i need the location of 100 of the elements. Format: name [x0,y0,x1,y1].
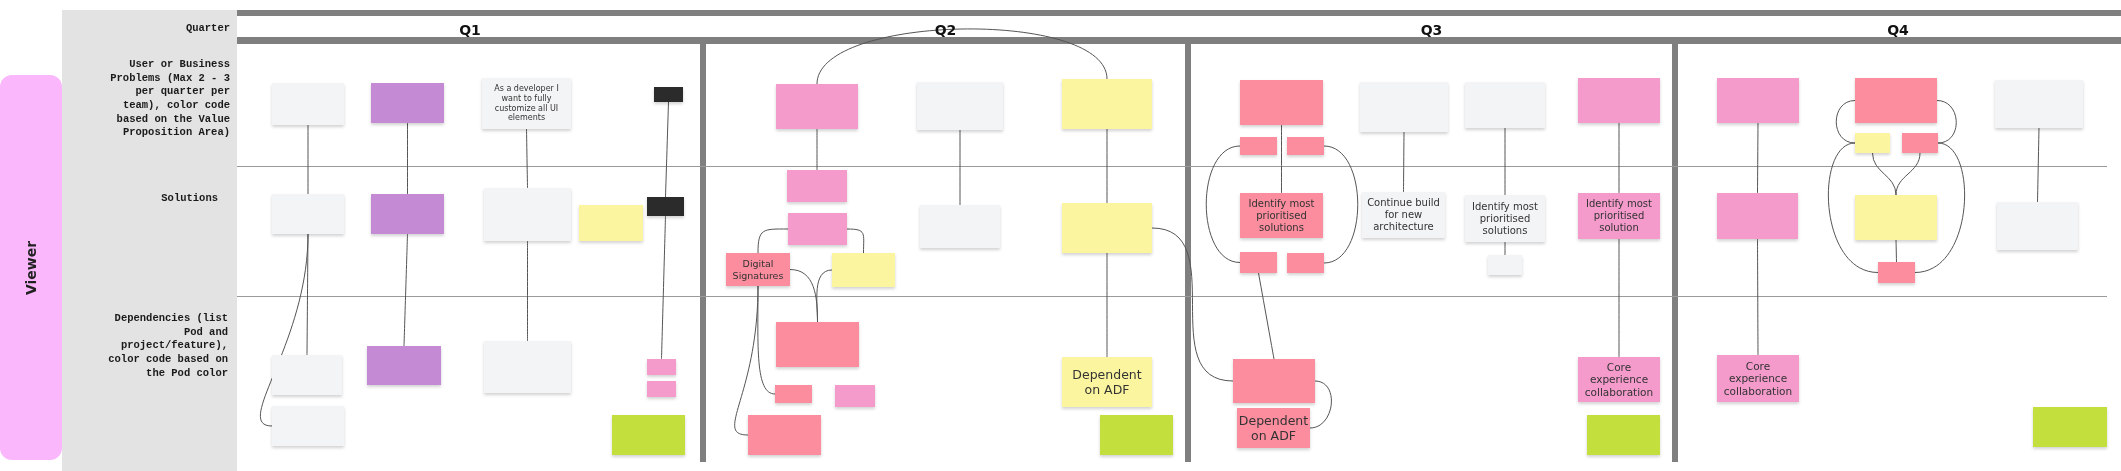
sticky-note [1587,415,1660,455]
sticky-note [835,385,875,407]
sticky-note [1240,193,1323,238]
connector-line [1827,142,1879,273]
connector-line [1618,122,1620,194]
sticky-note [920,205,1000,248]
sticky-note [1855,195,1937,240]
sticky-note [1062,79,1152,129]
sticky-note [647,359,676,375]
note-text: As a developer I want to fully customize all UI elements [493,84,560,123]
quarter-label: Q1 [459,22,481,38]
sticky-note [776,322,859,367]
connector-line [307,124,309,195]
sticky-note [917,82,1003,130]
swimlane-band [0,75,62,460]
sticky-note [482,78,571,129]
sticky-note [1578,193,1660,239]
sticky-note [647,197,684,216]
sticky-note [1855,78,1937,123]
connector-line [2037,127,2040,203]
sticky-note [787,170,847,202]
connector-line [1895,239,1897,263]
sticky-note [1100,415,1173,455]
sticky-note [647,381,676,397]
sticky-note [272,83,344,125]
sticky-note [1465,195,1545,242]
note-text: Core experience collaboration [1722,359,1794,398]
connector-line [526,128,528,189]
row-header-label: Solutions [160,192,218,206]
connector-line [1403,131,1405,193]
sticky-note [579,205,643,241]
row-header-label: Quarter [184,22,230,36]
connector-line [1309,380,1332,429]
sticky-note [776,84,858,129]
sticky-note [1240,137,1277,155]
sticky-note [1488,255,1522,275]
sticky-note [1997,202,2078,250]
row-header-label: Dependencies (list Pod and project/feature), color code based on the Pod color [107,312,228,381]
sticky-note [1287,137,1324,155]
sticky-note [775,385,812,403]
sticky-note [1855,133,1890,153]
swimlane-label: Viewer [23,240,39,295]
sticky-note [1717,193,1798,239]
connector-line [260,233,309,427]
connector-line [407,122,408,195]
connector-line [527,240,528,342]
sticky-note [1360,82,1448,132]
connector-line [1757,238,1759,356]
connector-line [846,228,865,254]
row-header-label: User or Business Problems (Max 2 - 3 per quarter per team), color code based on the Value Proposition Area) [109,58,230,140]
note-text: Identify most prioritised solutions [1247,197,1316,234]
sticky-note [484,341,571,393]
sticky-note [1240,80,1323,125]
sticky-note [272,355,342,395]
connector-line [665,101,669,198]
note-text: Continue build for new architecture [1366,197,1441,233]
connector-line [1106,252,1108,358]
sticky-note [1878,262,1915,283]
sticky-note [1465,82,1545,128]
sticky-note [788,213,847,245]
connector-line [1618,238,1620,358]
connector-line [1914,142,1966,273]
sticky-note [484,188,571,241]
note-text: Dependent on ADF [1071,367,1143,397]
sticky-note [1995,80,2083,128]
sticky-note [1240,252,1277,273]
connector-line [1504,241,1506,256]
connector-line [816,28,1108,85]
sticky-note [371,83,444,123]
connector-line [816,269,833,323]
sticky-note [367,346,441,385]
connector-line [1323,145,1359,264]
sticky-note [1578,78,1660,123]
note-text: Digital Signatures [731,258,785,281]
connector-line [1835,100,1856,144]
connector-line [1757,122,1759,194]
connector-line [403,233,408,347]
connector-line [1872,152,1897,196]
note-text: Identify most prioritised solution [1585,198,1653,234]
connector-line [757,228,789,254]
sticky-note [748,415,821,455]
sticky-note [1287,253,1324,273]
connector-line [1106,128,1108,204]
sticky-note [272,406,344,446]
sticky-note [1062,357,1152,407]
quarter-label: Q4 [1887,22,1909,38]
connector-line [1258,272,1275,360]
sticky-note [1062,203,1152,253]
connector-line [816,128,818,171]
connector-line [1936,100,1957,144]
quarter-label: Q3 [1420,22,1443,38]
sticky-note [612,415,685,455]
sticky-note [654,87,683,102]
connector-line [1151,227,1234,382]
connector-line [1281,124,1282,194]
sticky-note [1717,78,1799,123]
connector-line [734,285,759,436]
note-text: Core experience collaboration [1583,360,1655,399]
connector-line [1504,127,1506,196]
sticky-note [1233,359,1315,403]
